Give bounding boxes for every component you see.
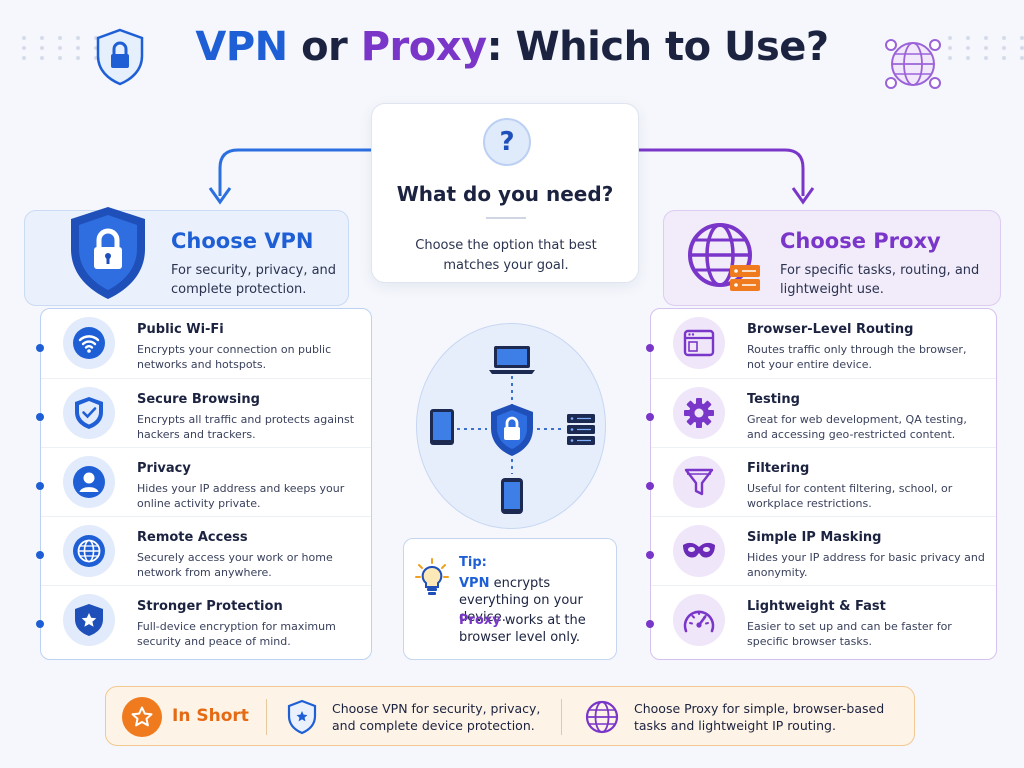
in-short-proxy-text: Choose Proxy for simple, browser-based t…: [634, 701, 885, 733]
vpn-bullet: [36, 482, 44, 490]
proxy-header: Choose Proxy For specific tasks, routing…: [663, 210, 1001, 306]
vpn-shield-lock-icon: [67, 205, 149, 305]
proxy-bullet: [646, 620, 654, 628]
divider: [561, 699, 562, 735]
title-or: or: [301, 24, 348, 70]
list-item: Testing Great for web development, QA te…: [651, 378, 996, 447]
filter-icon: [673, 456, 725, 508]
tablet-icon: [428, 407, 456, 451]
item-desc: Great for web development, QA testing, a…: [747, 413, 967, 441]
tip-box: Tip: VPN encrypts everything on your dev…: [403, 538, 617, 660]
list-item: Stronger Protection Full-device encrypti…: [41, 585, 371, 654]
vpn-bullet: [36, 413, 44, 421]
proxy-bullet: [646, 482, 654, 490]
shield-star-icon: [63, 594, 115, 646]
divider: [266, 699, 267, 735]
item-desc: Full-device encryption for maximum secur…: [137, 620, 336, 648]
lightbulb-icon: [414, 557, 450, 601]
tip-vpn-key: VPN: [459, 576, 490, 591]
list-item: Public Wi-Fi Encrypts your connection on…: [41, 309, 371, 378]
item-title: Stronger Protection: [137, 599, 283, 614]
list-item: Simple IP Masking Hides your IP address …: [651, 516, 996, 585]
item-title: Privacy: [137, 461, 191, 476]
proxy-bullet: [646, 344, 654, 352]
item-title: Public Wi-Fi: [137, 322, 224, 337]
globe-icon: [63, 525, 115, 577]
item-desc: Encrypts your connection on public netwo…: [137, 343, 332, 371]
tip-proxy-text: works at the browser level only.: [459, 613, 586, 645]
gear-icon: [673, 387, 725, 439]
item-title: Simple IP Masking: [747, 530, 882, 545]
tip-vpn-line: VPN encrypts everything on your device.: [459, 575, 617, 626]
wifi-icon: [63, 317, 115, 369]
network-diagram: [416, 323, 606, 529]
vpn-title: Choose VPN: [171, 229, 314, 253]
decorative-dots-right: [948, 36, 1024, 60]
list-item: Filtering Useful for content filtering, …: [651, 447, 996, 516]
star-icon: [122, 697, 162, 737]
item-title: Testing: [747, 392, 800, 407]
decorative-dots-left: [22, 36, 106, 60]
proxy-use-case-list: Browser-Level Routing Routes traffic onl…: [650, 308, 997, 660]
vpn-subtitle: For security, privacy, and complete prot…: [171, 263, 337, 297]
title-proxy: Proxy: [360, 24, 487, 70]
list-item: Remote Access Securely access your work …: [41, 516, 371, 585]
list-item: Browser-Level Routing Routes traffic onl…: [651, 309, 996, 378]
tip-proxy-key: Proxy: [459, 613, 501, 628]
proxy-title: Choose Proxy: [780, 229, 941, 253]
proxy-bullet: [646, 413, 654, 421]
list-item: Privacy Hides your IP address and keeps …: [41, 447, 371, 516]
server-icon: [565, 412, 597, 452]
title-vpn: VPN: [195, 24, 288, 70]
mask-icon: [673, 525, 725, 577]
list-item: Lightweight & Fast Easier to set up and …: [651, 585, 996, 654]
question-mark-icon: ?: [483, 118, 531, 166]
proxy-bullet: [646, 551, 654, 559]
shield-check-icon: [63, 387, 115, 439]
item-title: Browser-Level Routing: [747, 322, 914, 337]
item-title: Filtering: [747, 461, 810, 476]
item-desc: Easier to set up and can be faster for s…: [747, 620, 952, 648]
proxy-globe-icon: [584, 699, 620, 739]
vpn-header: Choose VPN For security, privacy, and co…: [24, 207, 349, 306]
list-item: Secure Browsing Encrypts all traffic and…: [41, 378, 371, 447]
item-desc: Hides your IP address for basic privacy …: [747, 551, 985, 579]
tip-vpn-text: encrypts everything on your device.: [459, 576, 583, 625]
item-title: Secure Browsing: [137, 392, 260, 407]
item-desc: Routes traffic only through the browser,…: [747, 343, 967, 371]
page-title: VPN or Proxy: Which to Use?: [0, 24, 1024, 70]
vpn-bullet: [36, 551, 44, 559]
vpn-use-case-list: Public Wi-Fi Encrypts your connection on…: [40, 308, 372, 660]
proxy-subtitle: For specific tasks, routing, and lightwe…: [780, 263, 980, 297]
in-short-banner: In Short Choose VPN for security, privac…: [105, 686, 915, 746]
question-card: ? What do you need? Choose the option th…: [371, 103, 639, 283]
vpn-bullet: [36, 344, 44, 352]
user-icon: [63, 456, 115, 508]
phone-icon: [499, 476, 525, 520]
item-desc: Hides your IP address and keeps your onl…: [137, 482, 345, 510]
tip-label: Tip:: [459, 555, 487, 570]
proxy-globe-server-icon: [686, 221, 766, 305]
question-title: What do you need?: [396, 182, 614, 206]
shield-lock-icon: [487, 402, 537, 462]
speedometer-icon: [673, 594, 725, 646]
vpn-shield-icon: [286, 699, 318, 739]
tip-proxy-line: Proxy works at the browser level only.: [459, 612, 617, 646]
in-short-title: In Short: [172, 706, 249, 726]
vpn-bullet: [36, 620, 44, 628]
item-desc: Securely access your work or home networ…: [137, 551, 333, 579]
item-title: Remote Access: [137, 530, 248, 545]
laptop-icon: [487, 344, 537, 380]
in-short-vpn-text: Choose VPN for security, privacy, and co…: [332, 701, 541, 733]
item-title: Lightweight & Fast: [747, 599, 886, 614]
lock-shield-icon: [94, 28, 146, 90]
browser-window-icon: [673, 317, 725, 369]
item-desc: Encrypts all traffic and protects agains…: [137, 413, 355, 441]
item-desc: Useful for content filtering, school, or…: [747, 482, 953, 510]
divider: [486, 217, 526, 219]
question-subtitle: Choose the option that best matches your…: [415, 238, 597, 273]
network-globe-icon: [884, 35, 942, 97]
title-rest: : Which to Use?: [486, 24, 830, 70]
